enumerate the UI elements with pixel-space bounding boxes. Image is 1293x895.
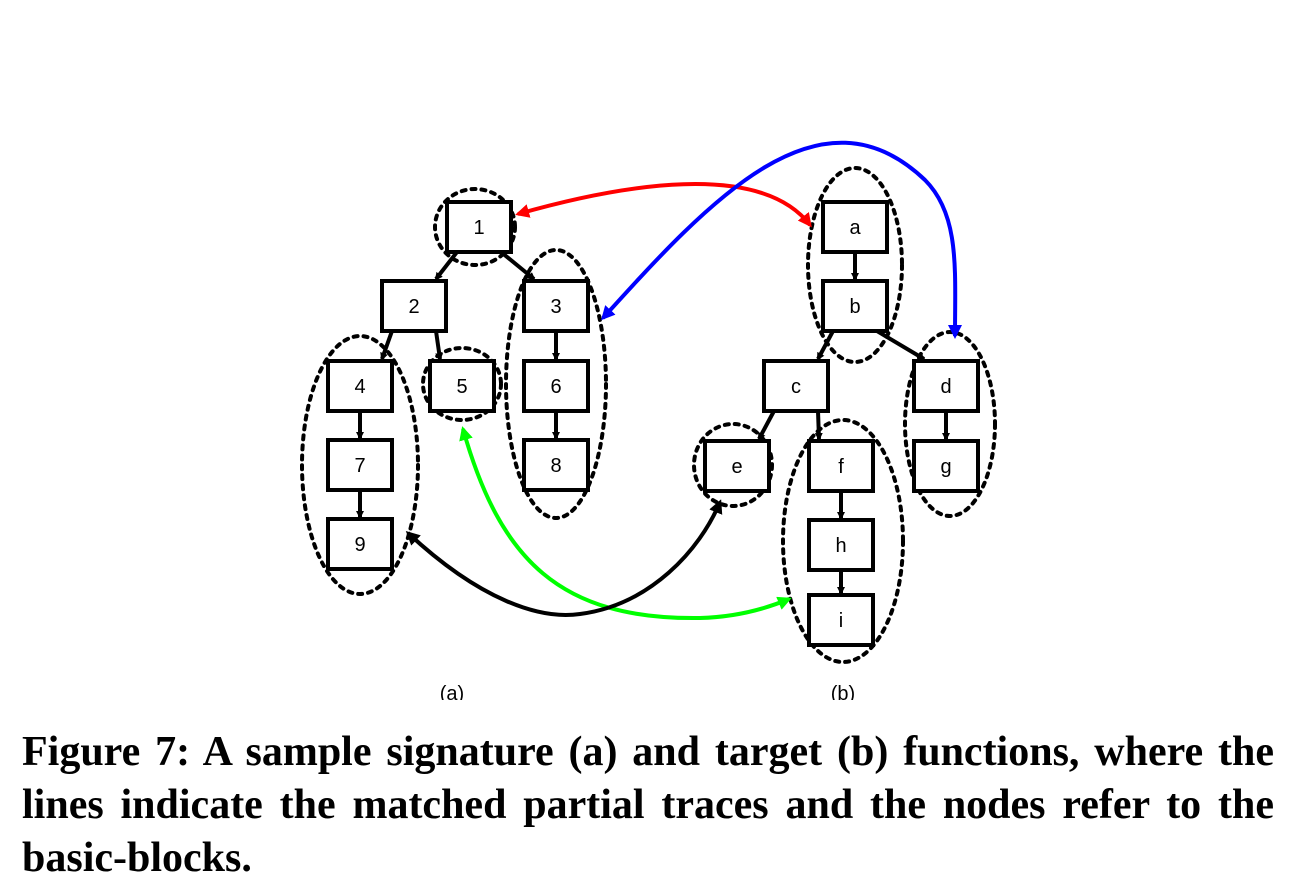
node-label-2: 2 [408, 296, 419, 318]
edge-c-e [757, 410, 776, 441]
node-label-f: f [838, 456, 844, 478]
node-label-5: 5 [456, 376, 467, 398]
node-e: e [703, 439, 771, 493]
node-3: 3 [522, 279, 590, 333]
node-label-7: 7 [354, 455, 365, 477]
node-box-h [807, 518, 875, 572]
node-box-5 [428, 359, 496, 413]
basic-block-nodes: 1 2 3 4 5 6 7 8 9 a b c d e f g h i [326, 200, 980, 647]
node-2: 2 [380, 279, 448, 333]
node-g: g [912, 439, 980, 493]
match-line-red [515, 182, 812, 228]
edge-c-f [814, 410, 823, 441]
node-label-c: c [791, 376, 801, 398]
node-label-g: g [940, 456, 951, 478]
node-label-9: 9 [354, 534, 365, 556]
node-label-b: b [849, 296, 860, 318]
node-h: h [807, 518, 875, 572]
node-box-a [821, 200, 889, 254]
node-c: c [762, 359, 830, 413]
panel-label-a: (a) [440, 683, 464, 700]
node-f: f [807, 439, 875, 493]
node-7: 7 [326, 438, 394, 492]
node-label-4: 4 [354, 376, 365, 398]
edge-2-5 [434, 330, 444, 361]
tree-edges [356, 250, 950, 595]
node-label-h: h [835, 535, 846, 557]
node-box-2 [380, 279, 448, 333]
node-box-1 [445, 200, 513, 254]
node-label-6: 6 [550, 376, 561, 398]
node-label-i: i [839, 610, 843, 632]
group-ellipse-1 [433, 187, 517, 267]
figure-caption: Figure 7: A sample signature (a) and tar… [22, 729, 1274, 881]
group-ellipse-5 [421, 346, 503, 422]
node-8: 8 [522, 438, 590, 492]
node-box-9 [326, 517, 394, 571]
node-i: i [807, 593, 875, 647]
match-line-blue [600, 140, 963, 339]
node-label-8: 8 [550, 455, 561, 477]
node-box-b [821, 279, 889, 333]
node-1: 1 [445, 200, 513, 254]
edge-b-c [816, 330, 835, 361]
node-box-6 [522, 359, 590, 413]
node-label-d: d [940, 376, 951, 398]
node-box-g [912, 439, 980, 493]
node-box-d [912, 359, 980, 413]
node-box-8 [522, 438, 590, 492]
edge-2-4 [380, 330, 394, 361]
node-box-e [703, 439, 771, 493]
node-label-3: 3 [550, 296, 561, 318]
match-lines [405, 140, 963, 621]
group-ellipse-a-b [806, 166, 904, 364]
node-5: 5 [428, 359, 496, 413]
node-box-i [807, 593, 875, 647]
node-b: b [821, 279, 889, 333]
node-label-1: 1 [473, 217, 484, 239]
node-box-4 [326, 359, 394, 413]
edge-1-2 [434, 250, 459, 281]
node-6: 6 [522, 359, 590, 413]
node-box-c [762, 359, 830, 413]
panel-label-b: (b) [831, 683, 855, 700]
group-ellipse-4-7-9 [300, 334, 420, 596]
match-line-black [405, 499, 723, 617]
node-d: d [912, 359, 980, 413]
node-4: 4 [326, 359, 394, 413]
edge-1-3 [499, 250, 536, 281]
node-a: a [821, 200, 889, 254]
edge-b-d [875, 329, 926, 361]
figure-diagram: 1 2 3 4 5 6 7 8 9 a b c d e f g h i (a) (b) [300, 140, 997, 700]
node-9: 9 [326, 517, 394, 571]
node-label-e: e [731, 456, 742, 478]
node-box-f [807, 439, 875, 493]
node-label-a: a [849, 217, 861, 239]
node-box-3 [522, 279, 590, 333]
node-box-7 [326, 438, 394, 492]
